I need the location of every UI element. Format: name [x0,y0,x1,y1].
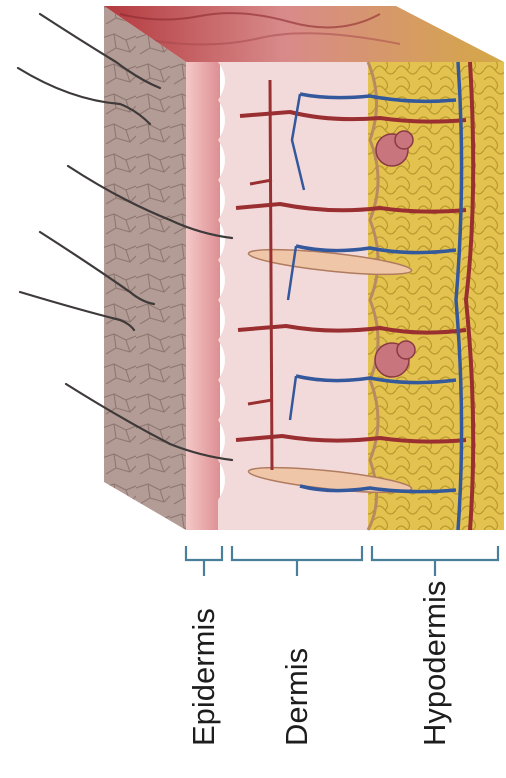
layer-brackets [186,546,498,576]
hypodermis-bracket [372,546,498,576]
hypodermis-label: Hypodermis [417,581,452,746]
hypodermis-layer [368,62,504,530]
epidermis-label: Epidermis [186,608,221,746]
dermis-bracket [232,546,362,576]
epidermis-layer [186,62,220,530]
skin-surface-face [104,6,186,530]
epidermis-bracket [186,546,222,576]
dermis-label: Dermis [279,648,314,746]
